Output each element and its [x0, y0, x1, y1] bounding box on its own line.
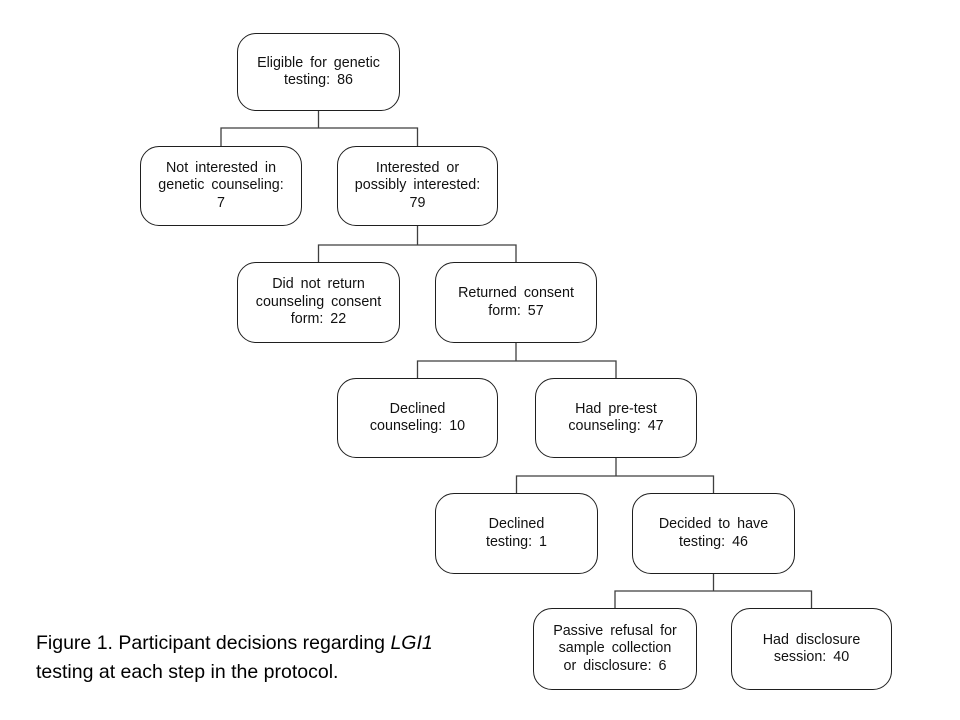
- flow-node-eligible: Eligible for genetic testing: 86: [237, 33, 400, 111]
- flow-node-returned-consent: Returned consent form: 57: [435, 262, 597, 343]
- flow-node-label: Did not return counseling consent form: …: [255, 276, 382, 328]
- flow-node-label: Returned consent form: 57: [458, 285, 574, 319]
- flow-node-label: Eligible for genetic testing: 86: [257, 54, 380, 89]
- flow-node-declined-testing: Declined testing: 1: [435, 493, 598, 574]
- flow-node-no-consent-form: Did not return counseling consent form: …: [237, 262, 400, 343]
- connector-level1: [220, 111, 419, 146]
- flow-node-label: Had disclosure session: 40: [762, 631, 861, 666]
- flow-node-declined-counseling: Declined counseling: 10: [337, 378, 498, 458]
- flow-node-label: Had pre-test counseling: 47: [568, 400, 664, 435]
- connector-level2: [317, 226, 517, 262]
- flow-node-passive-refusal: Passive refusal for sample collection or…: [533, 608, 697, 690]
- flow-node-decided-testing: Decided to have testing: 46: [632, 493, 795, 574]
- flow-node-label: Declined counseling: 10: [369, 400, 466, 435]
- connector-level5: [614, 574, 813, 608]
- flow-node-label: Not interested in genetic counseling: 7: [158, 159, 284, 211]
- caption-suffix: testing at each step in the protocol.: [36, 661, 339, 683]
- flow-node-not-interested: Not interested in genetic counseling: 7: [140, 146, 302, 226]
- caption-italic-term: LGI1: [390, 632, 433, 654]
- flow-node-interested: Interested or possibly interested: 79: [337, 146, 498, 226]
- flow-node-disclosure-session: Had disclosure session: 40: [731, 608, 892, 690]
- flow-node-label: Decided to have testing: 46: [658, 516, 769, 550]
- caption-prefix: Figure 1. Participant decisions regardin…: [36, 632, 391, 654]
- flow-node-pretest-counseling: Had pre-test counseling: 47: [535, 378, 697, 458]
- connector-level4: [515, 458, 715, 493]
- flow-node-label: Passive refusal for sample collection or…: [553, 622, 677, 674]
- figure-caption: Figure 1. Participant decisions regardin…: [36, 629, 516, 687]
- connector-level3: [416, 343, 617, 378]
- flow-node-label: Declined testing: 1: [485, 516, 548, 550]
- flow-node-label: Interested or possibly interested: 79: [354, 159, 481, 211]
